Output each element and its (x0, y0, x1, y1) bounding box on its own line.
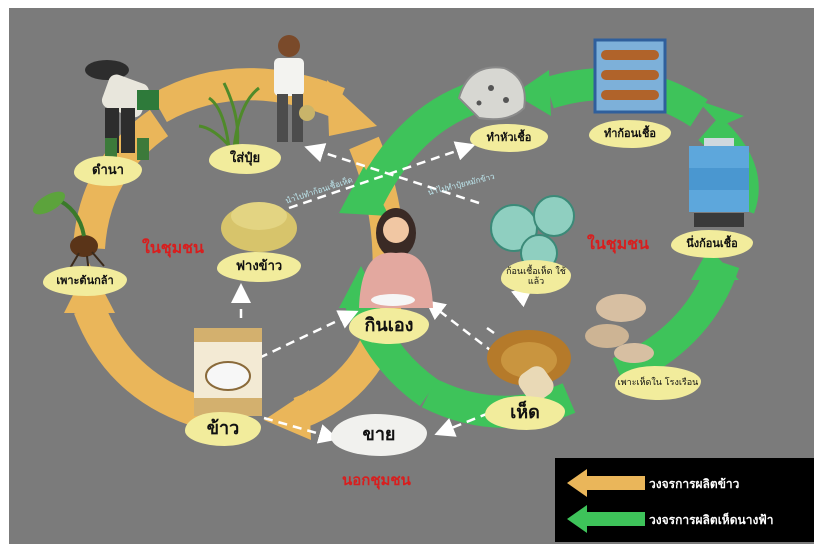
legend-label-rice: วงจรการผลิตข้าว (649, 477, 740, 491)
node-steam: นึ่งก้อนเชื้อ (671, 230, 753, 258)
steamer-illustration (689, 138, 749, 227)
node-used-bags: ก้อนเชื้อเห็ด ใช้แล้ว (501, 260, 571, 294)
node-sell: ขาย (331, 414, 427, 456)
region-right-community: ในชุมชน (587, 234, 649, 253)
dashed-links (231, 141, 533, 444)
node-planting: ดำนา (74, 156, 142, 186)
seedling-illustration (32, 191, 105, 274)
mushroom-illustration (487, 330, 571, 402)
straw-pile-illustration (221, 202, 297, 252)
mushroom-bag-rack-illustration (593, 38, 667, 114)
legend-arrow-mushroom-icon (567, 505, 645, 533)
farmer-planting-illustration (85, 60, 159, 160)
node-mushroom: เห็ด (485, 396, 565, 430)
node-rice: ข้าว (185, 412, 261, 446)
node-bags: ทำก้อนเชื้อ (589, 120, 671, 148)
region-left-community: ในชุมชน (142, 238, 204, 257)
farmer-fertilizing-illustration (274, 35, 315, 142)
node-straw: ฟางข้าว (217, 252, 301, 282)
node-spawn: ทำหัวเชื้อ (470, 124, 548, 152)
legend-item-mushroom: วงจรการผลิตเห็ดนางฟ้า (555, 502, 814, 536)
node-fertilize: ใส่ปุ๋ย (209, 144, 281, 174)
region-outside-community: นอกชุมชน (342, 471, 411, 489)
diagram-canvas: ดำนา ใส่ปุ๋ย เพาะต้นกล้า ฟางข้าว ข้าว กิ… (9, 8, 814, 544)
spawn-block-illustration (457, 66, 526, 121)
oyster-mushrooms-illustration (585, 294, 654, 363)
node-eat-self: กินเอง (349, 308, 429, 344)
legend-item-rice: วงจรการผลิตข้าว (555, 466, 814, 500)
woman-eating-illustration (359, 208, 433, 308)
rice-bag-illustration (194, 328, 262, 416)
legend-label-mushroom: วงจรการผลิตเห็ดนางฟ้า (649, 513, 774, 527)
node-greenhouse: เพาะเห็ดใน โรงเรือน (615, 366, 701, 400)
node-seedling: เพาะต้นกล้า (43, 266, 127, 296)
legend-arrow-rice-icon (567, 469, 645, 497)
legend: วงจรการผลิตข้าว วงจรการผลิตเห็ดนางฟ้า (555, 458, 814, 542)
